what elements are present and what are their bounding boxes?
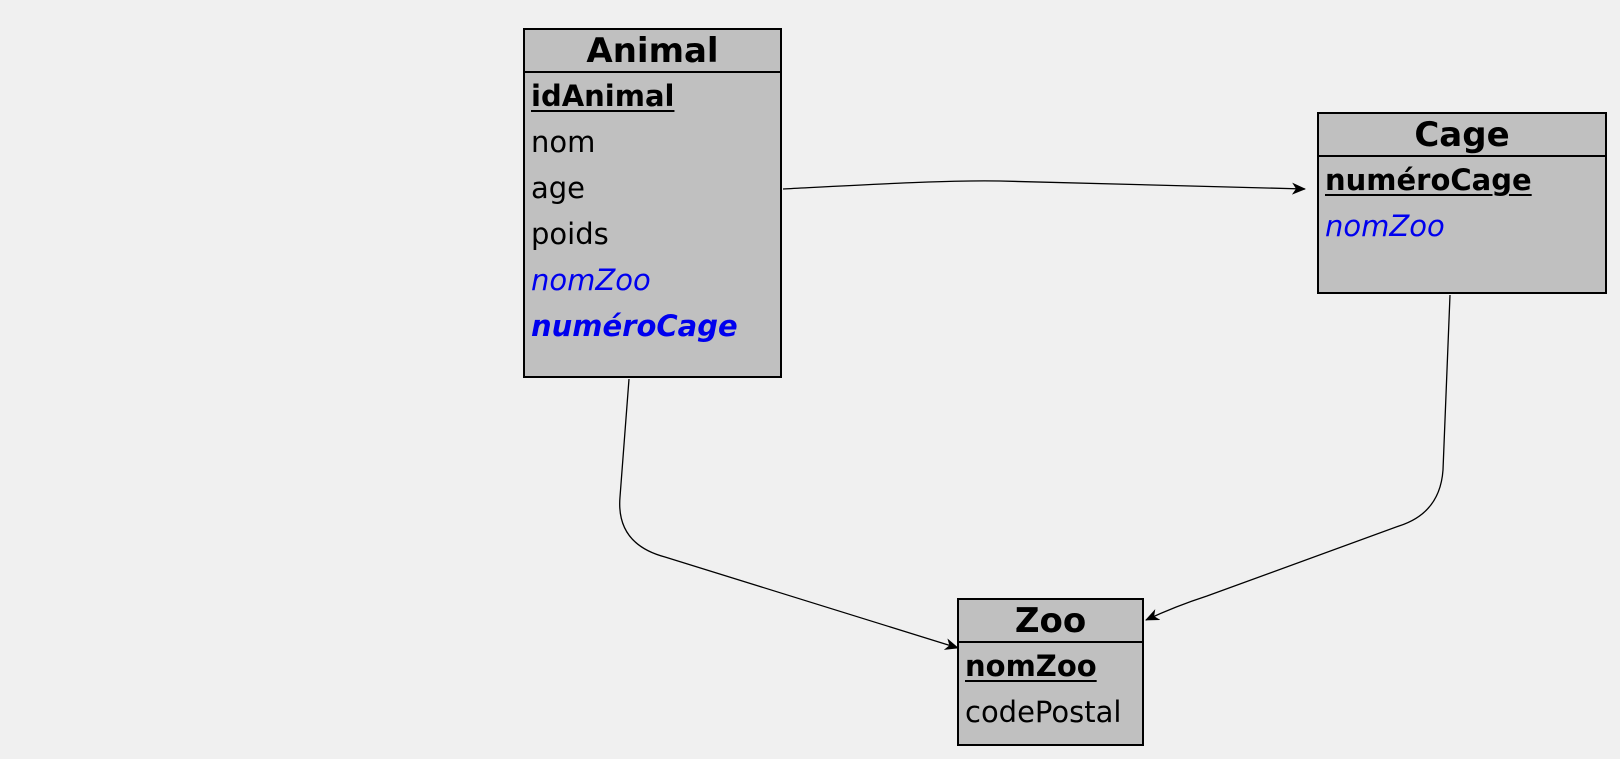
attribute-numero-cage-fk: numéroCage xyxy=(531,309,738,343)
entity-zoo[interactable]: Zoo nomZoo codePostal xyxy=(957,598,1144,746)
entity-animal[interactable]: Animal idAnimal nom age poids nomZoo num… xyxy=(523,28,782,378)
attribute-list-cage: numéroCage nomZoo xyxy=(1319,157,1605,249)
attribute-id-animal-pk: idAnimal xyxy=(531,79,675,113)
attribute-list-zoo: nomZoo codePostal xyxy=(959,643,1142,735)
attribute-nom-zoo-fk: nomZoo xyxy=(531,263,651,297)
attribute-list-animal: idAnimal nom age poids nomZoo numéroCage xyxy=(525,73,780,349)
attribute-age: age xyxy=(531,171,586,205)
attribute-nom-zoo-pk: nomZoo xyxy=(965,649,1097,683)
attribute-poids: poids xyxy=(531,217,609,251)
attribute-nom-zoo-fk: nomZoo xyxy=(1325,209,1445,243)
attribute-code-postal: codePostal xyxy=(965,695,1122,729)
entity-title-zoo: Zoo xyxy=(959,600,1142,643)
entity-title-cage: Cage xyxy=(1319,114,1605,157)
attribute-nom: nom xyxy=(531,125,596,159)
attribute-numero-cage-pk: numéroCage xyxy=(1325,163,1532,197)
link-animal-to-zoo xyxy=(619,378,959,650)
entity-cage[interactable]: Cage numéroCage nomZoo xyxy=(1317,112,1607,294)
link-animal-to-cage xyxy=(782,180,1306,195)
link-cage-to-zoo xyxy=(1145,294,1451,621)
entity-title-animal: Animal xyxy=(525,30,780,73)
